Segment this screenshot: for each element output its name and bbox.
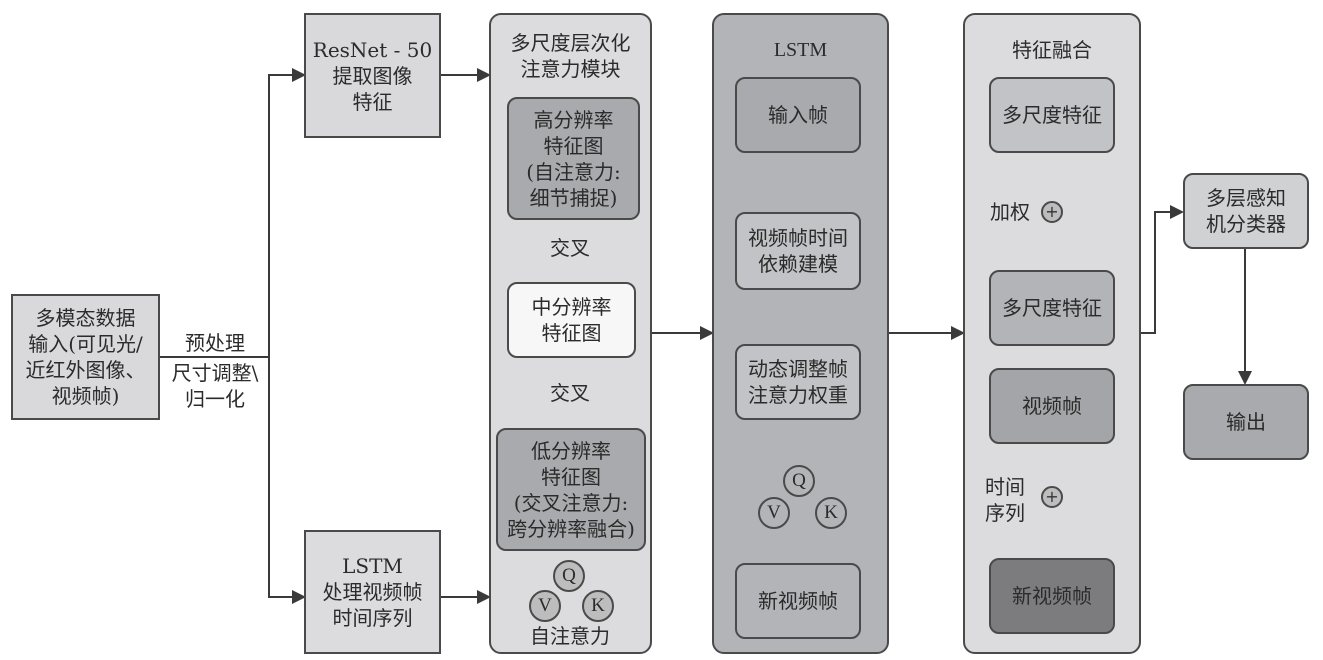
self-attention-label: 自注意力	[530, 624, 610, 648]
attention-panel-title: 多尺度层次化 注意力模块	[510, 31, 631, 81]
low-res-feature-box: 低分辨率 特征图 (交叉注意力: 跨分辨率融合)	[496, 428, 646, 551]
resize-normalize-label: 尺寸调整\ 归一化	[171, 361, 259, 411]
attention-k-node: K	[582, 590, 614, 622]
input-frame-box: 输入帧	[735, 77, 861, 153]
temporal-dependency-box: 视频帧时间 依赖建模	[735, 212, 861, 290]
mlp-classifier-box: 多层感知 机分类器	[1183, 173, 1309, 249]
attention-q-node: Q	[553, 560, 585, 592]
fusion-to-mlp-arrow	[1141, 205, 1184, 334]
high-res-feature-box: 高分辨率 特征图 (自注意力: 细节捕捉)	[507, 97, 640, 220]
lstm-v-node: V	[758, 497, 790, 529]
mid-res-feature-box: 中分辨率 特征图	[507, 282, 636, 358]
lstm-panel-title: LSTM	[773, 39, 828, 61]
lstm-k-node: K	[815, 497, 847, 529]
lstm-video-box: LSTM 处理视频帧 时间序列	[304, 530, 441, 654]
lstm-q-node: Q	[783, 465, 815, 497]
weighted-sum-icon: +	[1041, 201, 1063, 223]
weight-label: 加权	[990, 200, 1030, 224]
time-series-label: 时间 序列	[985, 475, 1025, 525]
attention-v-node: V	[529, 590, 561, 622]
temporal-sum-icon: +	[1041, 486, 1063, 508]
fusion-panel-title: 特征融合	[1012, 38, 1092, 62]
new-frame-box: 新视频帧	[735, 563, 861, 639]
cross-label-2: 交叉	[550, 381, 590, 405]
multi-scale-feature-box-2: 多尺度特征	[989, 270, 1115, 346]
output-box: 输出	[1183, 384, 1309, 460]
multimodal-input-box: 多模态数据 输入(可见光/ 近红外图像、 视频帧)	[11, 294, 160, 420]
cross-label-1: 交叉	[550, 236, 590, 260]
branch-to-resnet-arrow	[268, 68, 306, 357]
branch-to-lstm-arrow	[268, 357, 306, 604]
preprocess-label: 预处理	[185, 331, 245, 355]
new-video-frame-box: 新视频帧	[989, 558, 1115, 634]
multi-scale-feature-box-1: 多尺度特征	[989, 77, 1115, 153]
video-frame-box: 视频帧	[989, 368, 1115, 444]
dynamic-weight-box: 动态调整帧 注意力权重	[735, 344, 861, 420]
resnet50-box: ResNet - 50 提取图像 特征	[304, 13, 441, 138]
